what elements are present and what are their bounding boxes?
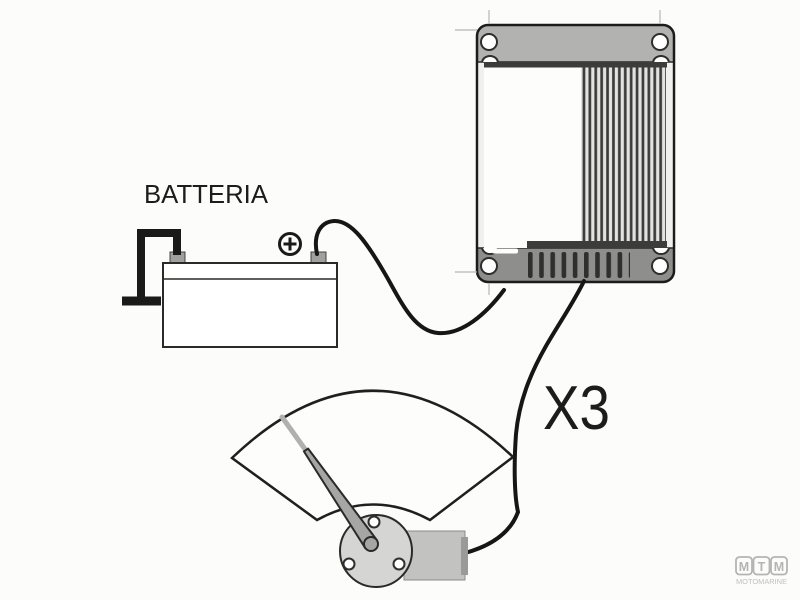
mtm-logo: M T M MOTOMARINE [735,556,788,586]
control-unit [455,10,676,295]
battery [122,229,338,348]
logo-letter-box [752,556,771,576]
logo-letter: M [774,560,784,574]
battery-cable [314,219,506,336]
connector-slots [528,252,630,278]
logo-letter-box [770,556,788,576]
wiper-assembly [230,389,515,588]
dimension-ticks [455,10,661,295]
mounting-hole-icon [480,257,498,275]
plate-hole-icon [342,557,356,571]
battery-label: BATTERIA [144,179,269,209]
battery-body [162,262,338,348]
control-unit-panel [484,62,581,248]
top-flange-notches [481,55,670,62]
logo-letter-box [735,556,753,576]
mounting-hole-icon [651,257,669,275]
control-unit-outline [475,23,676,284]
mounting-hole-icon [651,33,669,51]
notch-icon [652,55,670,62]
logo-letter: T [758,560,766,574]
logo-subtitle: MOTOMARINE [736,577,787,586]
motor-cable [463,279,586,555]
notch-icon [481,55,499,62]
top-dark-band [484,62,667,68]
flange-slot [492,248,518,254]
heatsink-fins [581,67,666,241]
notch-icon [652,248,670,255]
plus-terminal-icon [278,232,302,256]
wiper-motor-body [403,530,466,581]
plate-hole-icon [367,515,381,529]
ground-symbol-icon [122,229,181,306]
control-unit-top-flange [476,24,675,63]
wiper-motor-cap [461,537,468,575]
wiper-arm-hub [363,536,379,552]
plate-hole-icon [392,557,406,571]
bottom-dark-band [527,241,667,248]
wiper-blade [279,414,310,455]
logo-letter: M [739,560,749,574]
wiper-sweep-area [230,389,515,522]
multiplier-label: X3 [543,374,610,443]
mounting-hole-icon [480,33,498,51]
